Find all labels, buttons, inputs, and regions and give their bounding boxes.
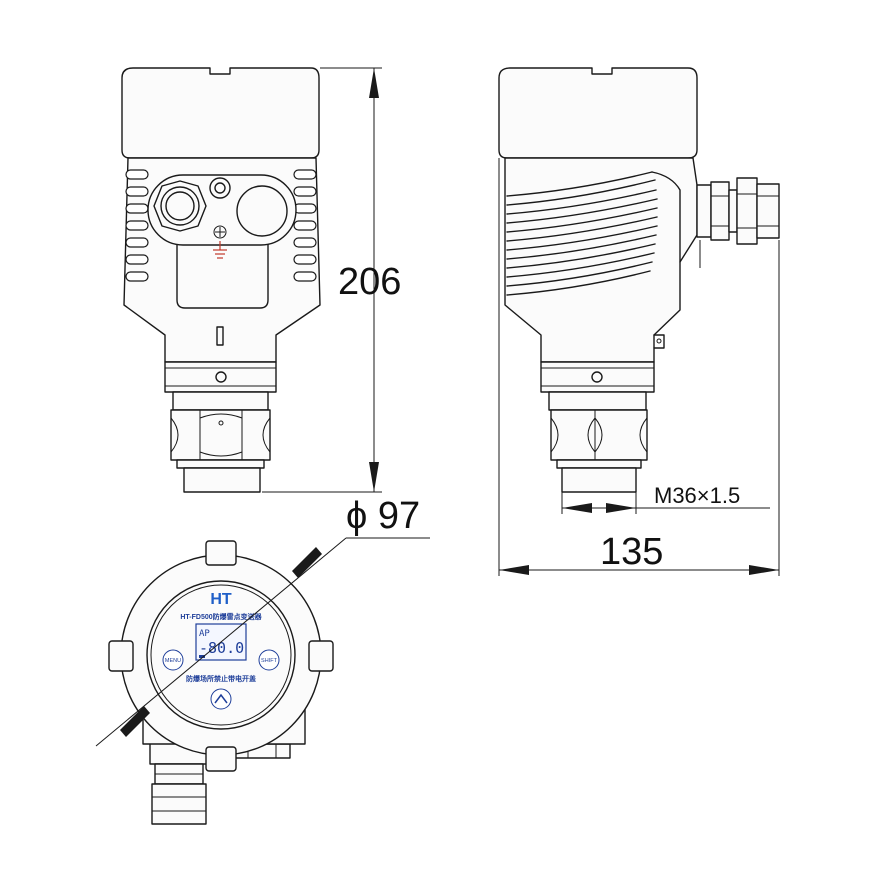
height-label: 206 — [338, 261, 401, 303]
width-dimension: 135 — [498, 158, 780, 576]
thread-dimension: M36×1.5 — [561, 483, 770, 514]
shift-button-label: SHIFT — [261, 658, 278, 664]
indicator-lamp — [209, 177, 231, 199]
up-button[interactable] — [210, 688, 232, 710]
right-cooling-fins — [293, 169, 317, 282]
menu-button[interactable]: MENU — [162, 649, 184, 671]
height-dimension: 206 — [262, 67, 401, 493]
menu-button-label: MENU — [165, 658, 181, 664]
diameter-dimension: ϕ 97 — [95, 495, 430, 747]
brand-logo: HT — [210, 591, 232, 608]
lcd-value: -80.0 — [199, 639, 244, 657]
left-cable-gland — [153, 180, 207, 232]
side-cable-gland — [696, 177, 780, 268]
warning-text: 防爆场所禁止带电开盖 — [186, 674, 256, 683]
tab-top — [205, 540, 237, 566]
tab-bottom — [205, 746, 237, 772]
side-cap — [498, 67, 698, 159]
front-view — [121, 67, 321, 493]
front-center-plate — [176, 239, 269, 309]
top-view: HT HT-FD500防爆雷点变送器 AP -80.0 MENU SHIFT 防… — [108, 540, 334, 825]
side-hex-nut — [550, 409, 648, 461]
width-label: 135 — [600, 531, 663, 573]
model-name: HT-FD500防爆雷点变送器 — [180, 612, 262, 621]
front-collar — [164, 361, 277, 393]
front-cap — [121, 67, 320, 159]
shift-button[interactable]: SHIFT — [258, 649, 280, 671]
front-hex-nut — [170, 409, 271, 461]
up-arrow-icon — [214, 693, 228, 704]
side-cooling-fins — [506, 171, 658, 296]
thread-label: M36×1.5 — [654, 483, 740, 508]
lcd-mode: AP — [199, 629, 210, 639]
right-blind-plug — [236, 185, 288, 237]
front-thread — [183, 467, 261, 493]
side-view — [498, 67, 780, 493]
gland-oval — [147, 174, 297, 246]
ground-symbol-icon — [213, 225, 227, 259]
tab-right — [308, 640, 334, 672]
side-thread — [561, 467, 637, 493]
tab-left — [108, 640, 134, 672]
left-cooling-fins — [125, 169, 149, 282]
side-housing — [504, 157, 698, 363]
top-view-glands — [149, 741, 291, 825]
diameter-label: ϕ 97 — [346, 495, 420, 537]
side-collar — [540, 361, 655, 393]
